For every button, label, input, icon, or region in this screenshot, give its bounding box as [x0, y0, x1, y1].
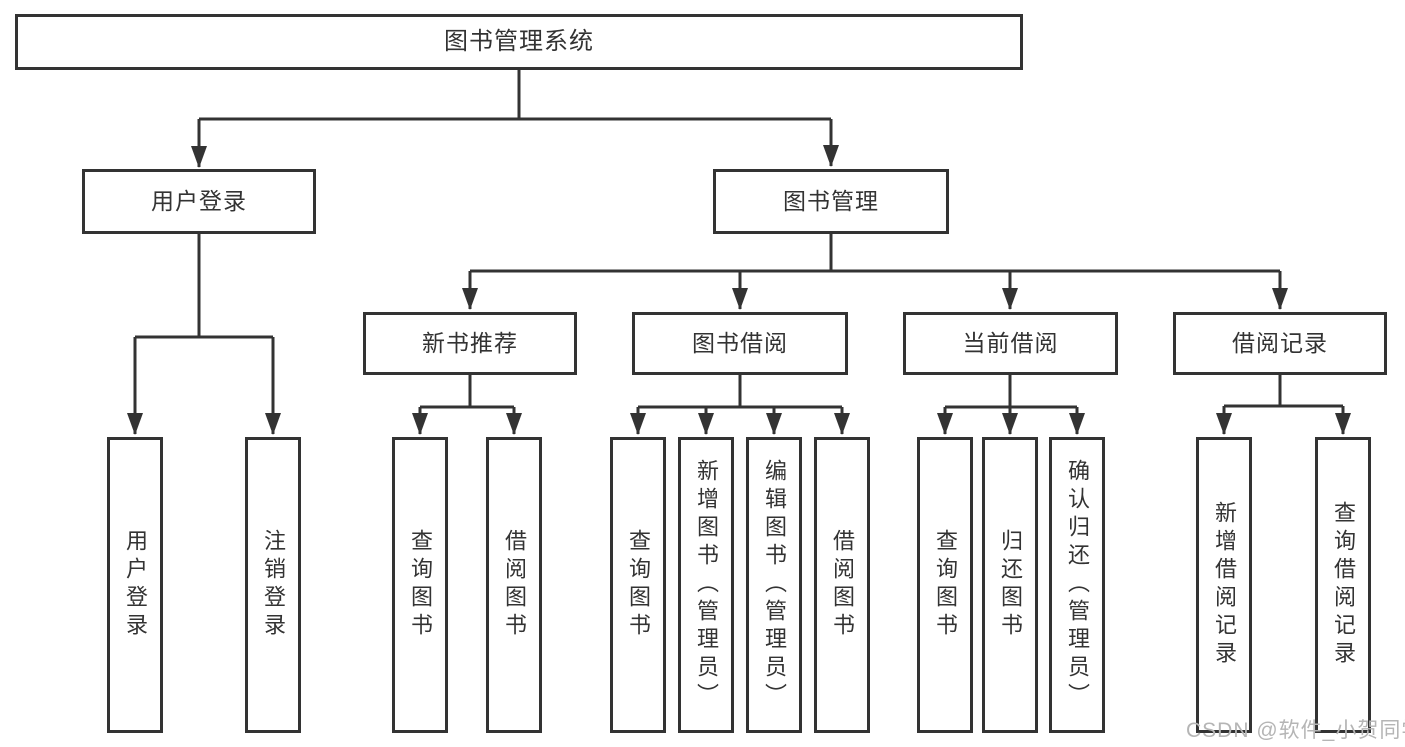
node-library-management-system: 图书管理系统: [15, 14, 1023, 70]
connector-book-management-children: [462, 234, 1288, 310]
connector-borrow-records-children: [1216, 375, 1351, 435]
leaf-confirm-return-admin: 确认归还（管理员）: [1049, 437, 1105, 733]
node-current-borrow: 当前借阅: [903, 312, 1118, 375]
connector-current-borrow-children: [937, 375, 1085, 435]
node-borrow-records: 借阅记录: [1173, 312, 1387, 375]
connector-user-login-children: [127, 234, 281, 435]
csdn-watermark: CSDN @软件_小贺同学: [1186, 719, 1405, 742]
connector-new-book-children: [412, 375, 522, 435]
leaf-query-borrow-record: 查询借阅记录: [1315, 437, 1371, 733]
leaf-borrow-books-recommend: 借阅图书: [486, 437, 542, 733]
leaf-query-books-borrow: 查询图书: [610, 437, 666, 733]
node-book-management: 图书管理: [713, 169, 949, 234]
leaf-add-borrow-record: 新增借阅记录: [1196, 437, 1252, 733]
leaf-logout: 注销登录: [245, 437, 301, 733]
node-book-borrow: 图书借阅: [632, 312, 848, 375]
leaf-return-books: 归还图书: [982, 437, 1038, 733]
leaf-query-books-current: 查询图书: [917, 437, 973, 733]
leaf-user-login: 用户登录: [107, 437, 163, 733]
node-new-book-recommend: 新书推荐: [363, 312, 577, 375]
connector-root-to-level2: [191, 70, 839, 168]
connector-book-borrow-children: [630, 375, 850, 435]
leaf-edit-books-admin: 编辑图书（管理员）: [746, 437, 802, 733]
leaf-query-books-recommend: 查询图书: [392, 437, 448, 733]
leaf-add-books-admin: 新增图书（管理员）: [678, 437, 734, 733]
leaf-borrow-books: 借阅图书: [814, 437, 870, 733]
node-user-login: 用户登录: [82, 169, 316, 234]
